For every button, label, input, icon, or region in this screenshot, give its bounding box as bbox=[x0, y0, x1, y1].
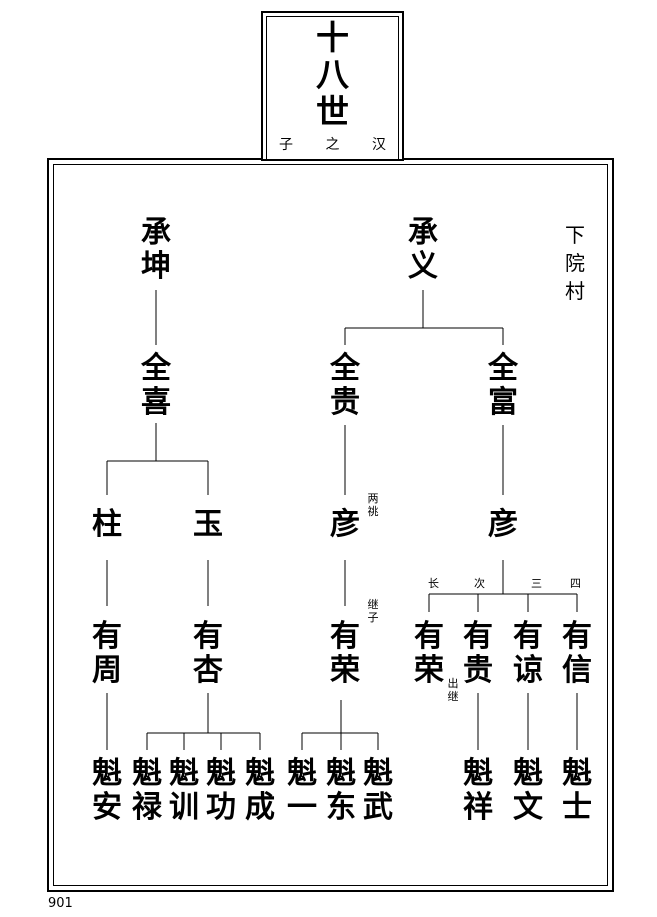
person-yourong-2: 有荣 bbox=[414, 619, 444, 688]
person-yan-2: 彦 bbox=[488, 507, 518, 542]
person-kuidong: 魁东 bbox=[326, 756, 356, 825]
note-liangtiao: 两祧 bbox=[367, 492, 379, 518]
person-kuigong: 魁功 bbox=[206, 756, 236, 825]
order-ci: 次 bbox=[474, 577, 485, 590]
order-san: 三 bbox=[531, 577, 542, 590]
person-yourong-1: 有荣 bbox=[330, 619, 360, 688]
subtitle-char-2: 之 bbox=[325, 137, 340, 153]
note-chuji: 出继 bbox=[447, 677, 459, 703]
person-quanxi: 全喜 bbox=[141, 351, 171, 420]
person-kuiyi: 魁一 bbox=[287, 756, 317, 825]
order-zhang: 长 bbox=[428, 577, 439, 590]
generation-subtitle: 子 之 汉 bbox=[279, 134, 386, 154]
header-tab: 十八世 子 之 汉 bbox=[261, 11, 404, 161]
generation-title: 十八世 bbox=[316, 18, 349, 131]
person-kuiwen: 魁文 bbox=[513, 756, 543, 825]
person-kuixun: 魁训 bbox=[169, 756, 199, 825]
header-tab-inner-border bbox=[266, 16, 399, 161]
person-yan-1: 彦 bbox=[330, 507, 360, 542]
person-chengkun: 承坤 bbox=[141, 215, 171, 284]
person-zhu: 柱 bbox=[92, 507, 122, 542]
person-kuixiang: 魁祥 bbox=[463, 756, 493, 825]
person-kuishi: 魁士 bbox=[562, 756, 592, 825]
village-label: 下院村 bbox=[565, 223, 585, 303]
person-chengyi: 承义 bbox=[408, 215, 438, 284]
person-yougui: 有贵 bbox=[463, 619, 493, 688]
page-number: 901 bbox=[48, 896, 73, 911]
person-kuicheng: 魁成 bbox=[245, 756, 275, 825]
person-youliang: 有谅 bbox=[513, 619, 543, 688]
note-jizi: 继子 bbox=[367, 598, 379, 624]
subtitle-char-1: 子 bbox=[279, 137, 293, 153]
person-kuilu: 魁禄 bbox=[132, 756, 162, 825]
person-quangui: 全贵 bbox=[330, 351, 360, 420]
subtitle-char-3: 汉 bbox=[372, 137, 386, 153]
person-quanfu: 全富 bbox=[488, 351, 518, 420]
order-si: 四 bbox=[570, 577, 581, 590]
person-youzhou: 有周 bbox=[92, 619, 122, 688]
person-youxing: 有杏 bbox=[193, 619, 223, 688]
person-kuiwu: 魁武 bbox=[363, 756, 393, 825]
person-kuian: 魁安 bbox=[92, 756, 122, 825]
main-frame-inner-border bbox=[53, 164, 608, 886]
person-yu: 玉 bbox=[193, 507, 223, 542]
person-youxin: 有信 bbox=[562, 619, 592, 688]
